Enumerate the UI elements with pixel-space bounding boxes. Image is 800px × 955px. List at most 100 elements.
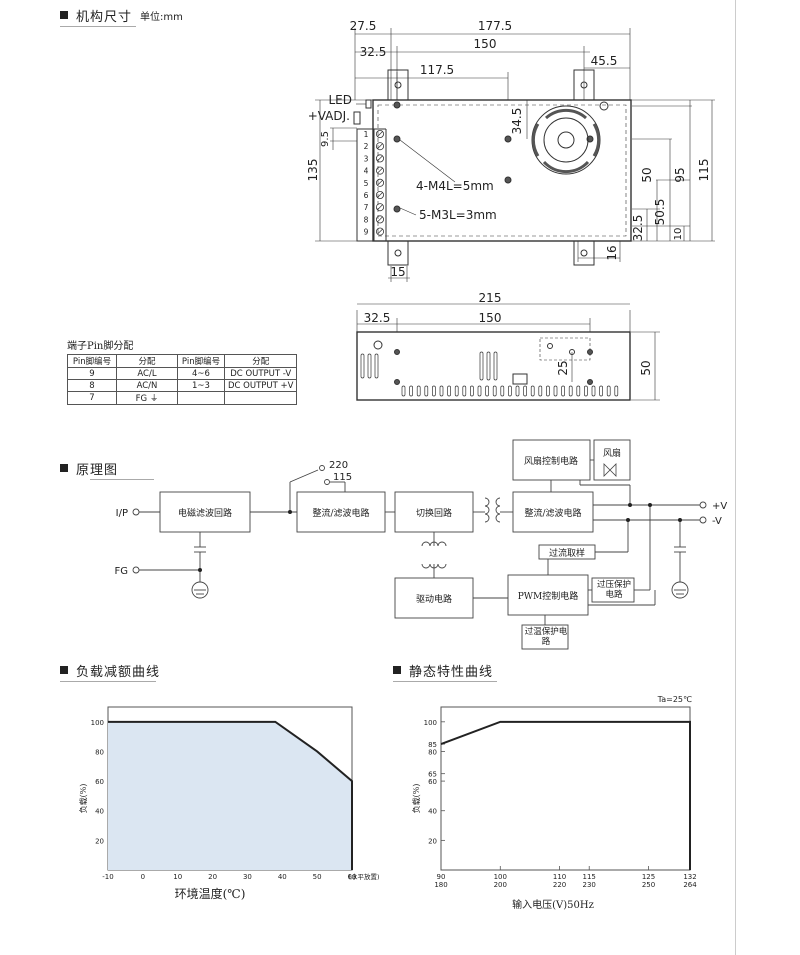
side-dim-150: 150	[479, 311, 502, 325]
x-tick-label-alt: 264	[683, 881, 697, 889]
terminal-screw	[375, 178, 384, 187]
m3-label: 5-M3L=3mm	[419, 208, 497, 222]
table-row: 8 AC/N 1~3 DC OUTPUT +V	[67, 379, 298, 392]
block-switching: 切换回路	[416, 507, 452, 519]
x-tick-label-alt: 180	[434, 881, 447, 889]
terminal-screw	[375, 227, 384, 236]
terminal-number: 3	[364, 154, 369, 163]
block-emi-filter: 电磁滤波回路	[178, 507, 232, 519]
table-header: 分配	[223, 354, 298, 368]
block-over-current: 过流取样	[549, 547, 585, 559]
terminal-screw-slot	[377, 228, 383, 235]
vent-slot	[416, 385, 421, 397]
terminal-screw	[375, 166, 384, 175]
table-cell: 7	[67, 391, 117, 405]
dim-27-5: 27.5	[350, 19, 377, 33]
table-cell: FG ⏚	[116, 391, 178, 405]
pin-assignment-table: 端子Pin脚分配 Pin脚编号 分配 Pin脚编号 分配 9 AC/L 4~6 …	[67, 337, 298, 405]
table-row: 7 FG ⏚	[67, 391, 298, 405]
page-divider-line	[735, 0, 736, 955]
x-tick-label: 20	[208, 873, 217, 881]
schematic-diagram: I/P FG 220 115 +V -V 电磁滤波回路 整流/滤波电路 切换回路…	[114, 439, 727, 650]
dimensions-title: 机构尺寸	[76, 9, 133, 25]
terminal-screw-slot	[377, 131, 383, 137]
block-over-voltage-fo: 过压保护电路	[597, 580, 631, 600]
table-cell	[223, 391, 298, 405]
switch-115-label: 115	[333, 472, 352, 483]
derating-title: 负载减额曲线	[76, 664, 161, 680]
block-drive: 驱动电路	[416, 593, 452, 605]
vent-slot	[553, 385, 558, 397]
block-fan: 风扇	[603, 447, 621, 459]
series-area	[108, 721, 352, 870]
terminal-screw	[375, 129, 384, 138]
block-over-temp-fo: 过温保护电路	[525, 627, 568, 647]
vent-slot	[477, 385, 482, 397]
vent-slot	[523, 385, 527, 397]
block-pwm: PWM控制电路	[518, 590, 579, 602]
dimensions-unit: 单位:mm	[140, 11, 183, 23]
y-tick-label: 40	[95, 808, 104, 816]
vent-slot	[546, 385, 550, 397]
dim-9-5: 9.5	[320, 131, 331, 147]
vent-slot	[439, 385, 444, 397]
dim-177-5: 177.5	[478, 19, 512, 33]
static-title: 静态特性曲线	[409, 664, 494, 680]
chart-annotation: Ta=25℃	[657, 695, 692, 704]
x-axis-label: 环境温度(℃)	[175, 886, 246, 901]
y-tick-label: 65	[428, 771, 437, 779]
vent-slot	[500, 385, 505, 397]
dimensions-underline	[60, 26, 136, 27]
side-dim-32-5: 32.5	[364, 311, 391, 325]
dim-115: 115	[697, 159, 711, 182]
vplus-label: +V	[712, 501, 727, 512]
m4-label: 4-M4L=5mm	[416, 179, 494, 193]
x-tick-label-alt: 230	[583, 881, 596, 889]
vent-slot	[479, 351, 484, 381]
terminal-screw-slot	[377, 155, 383, 162]
vent-slot	[454, 385, 459, 397]
x-axis-note: (水平放置)	[348, 872, 380, 881]
terminal-screw	[375, 190, 384, 199]
table-cell: AC/L	[116, 367, 178, 380]
table-cell: 8	[67, 379, 117, 392]
table-header: Pin脚编号	[67, 354, 117, 368]
x-tick-label: 90	[437, 873, 446, 881]
vminus-label: -V	[712, 516, 722, 527]
y-tick-label: 80	[428, 748, 437, 756]
dim-16: 16	[605, 245, 619, 260]
x-tick-label: 50	[313, 873, 322, 881]
table-cell	[177, 391, 225, 405]
table-cell: 4~6	[177, 367, 225, 380]
dim-215: 215	[479, 291, 502, 305]
series-line	[440, 720, 691, 870]
square-bullet-icon	[60, 666, 68, 674]
dim-32-5: 32.5	[360, 45, 387, 59]
terminal-number: 4	[364, 167, 369, 176]
table-cell: 9	[67, 367, 117, 380]
y-tick-label: 100	[424, 719, 437, 727]
vent-slot	[360, 353, 365, 379]
x-tick-label: 100	[494, 873, 507, 881]
square-bullet-icon	[393, 666, 401, 674]
vent-slot	[584, 385, 588, 397]
y-axis-label: 负载(%)	[78, 784, 88, 814]
terminal-number: 2	[364, 142, 369, 151]
terminal-number: 5	[364, 179, 369, 188]
table-row: 9 AC/L 4~6 DC OUTPUT -V	[67, 367, 298, 380]
terminal-screw-slot	[377, 167, 383, 174]
square-bullet-icon	[60, 464, 68, 472]
vent-slot	[599, 385, 603, 397]
schematic-title: 原理图	[76, 462, 119, 478]
y-tick-label: 20	[428, 837, 437, 845]
dim-95: 95	[673, 167, 687, 182]
led-label: LED	[328, 93, 352, 107]
y-axis-label: 负载(%)	[411, 784, 421, 814]
terminal-number: 9	[364, 228, 369, 237]
vent-slot	[530, 385, 535, 397]
table-cell: DC OUTPUT +V	[223, 379, 298, 392]
x-axis-label: 输入电压(V)50Hz	[512, 898, 594, 911]
vent-slot	[538, 385, 543, 397]
